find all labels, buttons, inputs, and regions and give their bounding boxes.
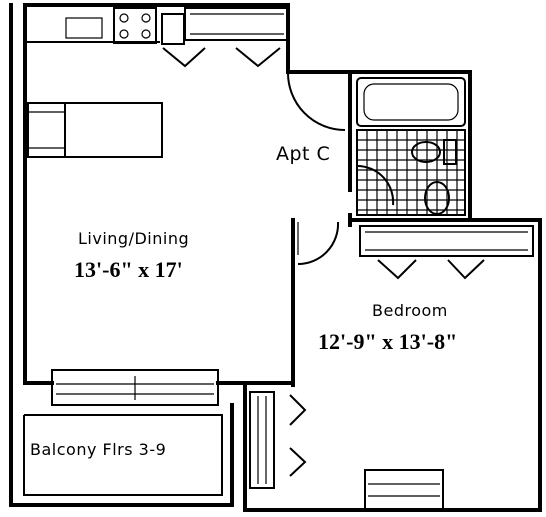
bedroom-dimensions: 12'-9" x 13'-8" bbox=[318, 329, 458, 354]
living-room-dimensions: 13'-6" x 17' bbox=[74, 257, 183, 282]
bedroom-door bbox=[297, 221, 340, 266]
bedroom-name: Bedroom bbox=[372, 301, 448, 320]
apartment-label: Apt C bbox=[276, 143, 331, 165]
balcony-outline bbox=[9, 403, 234, 507]
bathroom bbox=[356, 77, 466, 216]
balcony-name: Balcony Flrs 3-9 bbox=[30, 440, 167, 459]
windows bbox=[51, 369, 444, 511]
kitchen bbox=[25, 7, 185, 45]
walls bbox=[9, 3, 542, 512]
entry-door bbox=[286, 71, 346, 131]
bath-floor-tile bbox=[356, 129, 466, 216]
closet-living bbox=[162, 7, 289, 68]
living-room-name: Living/Dining bbox=[78, 229, 190, 248]
closet-bedroom bbox=[359, 225, 534, 280]
living-furniture bbox=[27, 102, 163, 158]
